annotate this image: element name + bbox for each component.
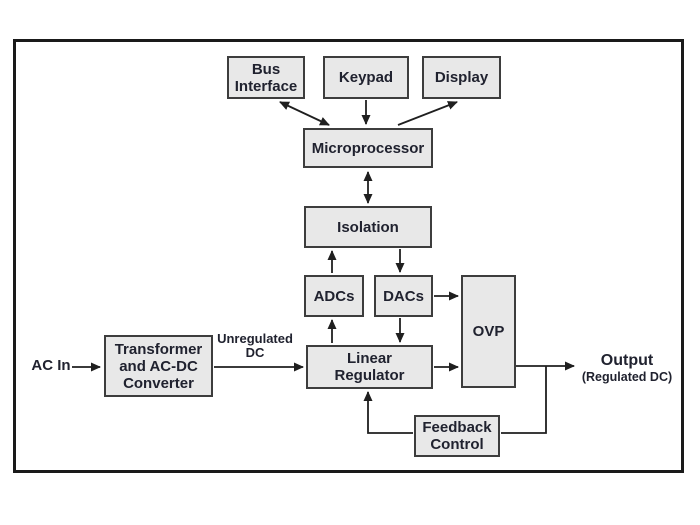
block-label: and AC-DC (119, 357, 198, 375)
block-ovp: OVP (461, 275, 516, 388)
arrow-bus-interface-microprocessor-bidirectional (279, 101, 330, 126)
block-transformer-ac-dc-converter: Transformer and AC-DC Converter (104, 335, 213, 397)
block-label: Isolation (337, 218, 399, 236)
block-label: Control (430, 436, 484, 453)
block-label: Linear (346, 350, 392, 367)
block-label: Display (434, 69, 489, 86)
block-label: Transformer (114, 340, 203, 358)
label-output-sub: (Regulated DC) (581, 370, 673, 384)
block-linear-regulator: Linear Regulator (306, 345, 433, 389)
block-bus-interface: Bus Interface (227, 56, 305, 99)
diagram-frame (13, 39, 684, 473)
label-line: Unregulated (217, 331, 293, 346)
arrow-feedback-control-to-linear-regulator (363, 391, 413, 434)
block-adcs: ADCs (304, 275, 364, 317)
block-label: Keypad (338, 69, 394, 86)
block-label: Interface (234, 77, 298, 95)
block-label: DACs (383, 287, 424, 305)
block-label: Microprocessor (311, 139, 425, 157)
block-keypad: Keypad (323, 56, 409, 99)
block-label: OVP (472, 323, 505, 340)
block-label: Bus (251, 60, 281, 78)
wire-output-branch-to-feedback-control (501, 366, 547, 434)
block-label: Feedback (422, 419, 492, 436)
block-display: Display (422, 56, 501, 99)
label-output-main: Output (600, 352, 654, 369)
block-isolation: Isolation (304, 206, 432, 248)
label-unregulated-dc: Unregulated DC (214, 332, 296, 360)
label-ac-in: AC In (31, 357, 71, 374)
arrow-microprocessor-to-display (397, 101, 458, 126)
block-label: Converter (123, 374, 194, 392)
label-line: DC (245, 345, 265, 360)
block-label: Regulator (334, 367, 405, 384)
label-output: Output (Regulated DC) (578, 352, 676, 384)
block-feedback-control: Feedback Control (414, 415, 500, 457)
block-dacs: DACs (374, 275, 433, 317)
block-label: ADCs (313, 287, 355, 305)
block-microprocessor: Microprocessor (303, 128, 433, 168)
